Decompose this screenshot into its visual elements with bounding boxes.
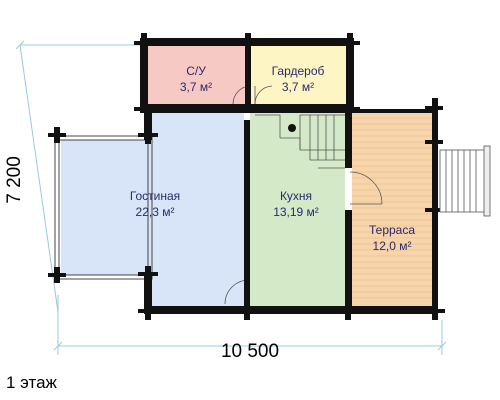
floor-label: 1 этаж [6,373,58,392]
room-kitchen-name: Кухня [280,189,312,203]
room-wardrobe-fill [251,46,346,104]
room-wardrobe-name: Гардероб [272,64,325,78]
room-kitchen-fill [250,113,345,306]
room-living-name: Гостиная [130,189,180,203]
dimension-width-label: 10 500 [221,341,279,362]
room-bathroom-name: С/У [186,64,206,78]
room-bathroom-area: 3,7 м² [180,80,212,94]
external-stairs [439,145,491,217]
log-corners [48,33,445,320]
room-terrace-area: 12,0 м² [373,239,412,253]
dimension-height-label: 7 200 [4,156,25,204]
room-kitchen-area: 13,19 м² [273,205,319,219]
room-terrace-name: Терраса [369,223,415,237]
room-bathroom-fill [148,46,245,104]
room-living-fill [152,113,244,306]
room-wardrobe-area: 3,7 м² [282,80,314,94]
balcony-glazing [54,135,153,280]
terrace-deck-lines [352,117,432,299]
stair-post-icon [288,124,296,132]
balcony-fill [61,140,152,275]
room-living-area: 22,3 м² [136,205,175,219]
dimension-ticks [15,40,447,351]
dimension-lines [19,44,443,355]
staircase [255,114,345,169]
